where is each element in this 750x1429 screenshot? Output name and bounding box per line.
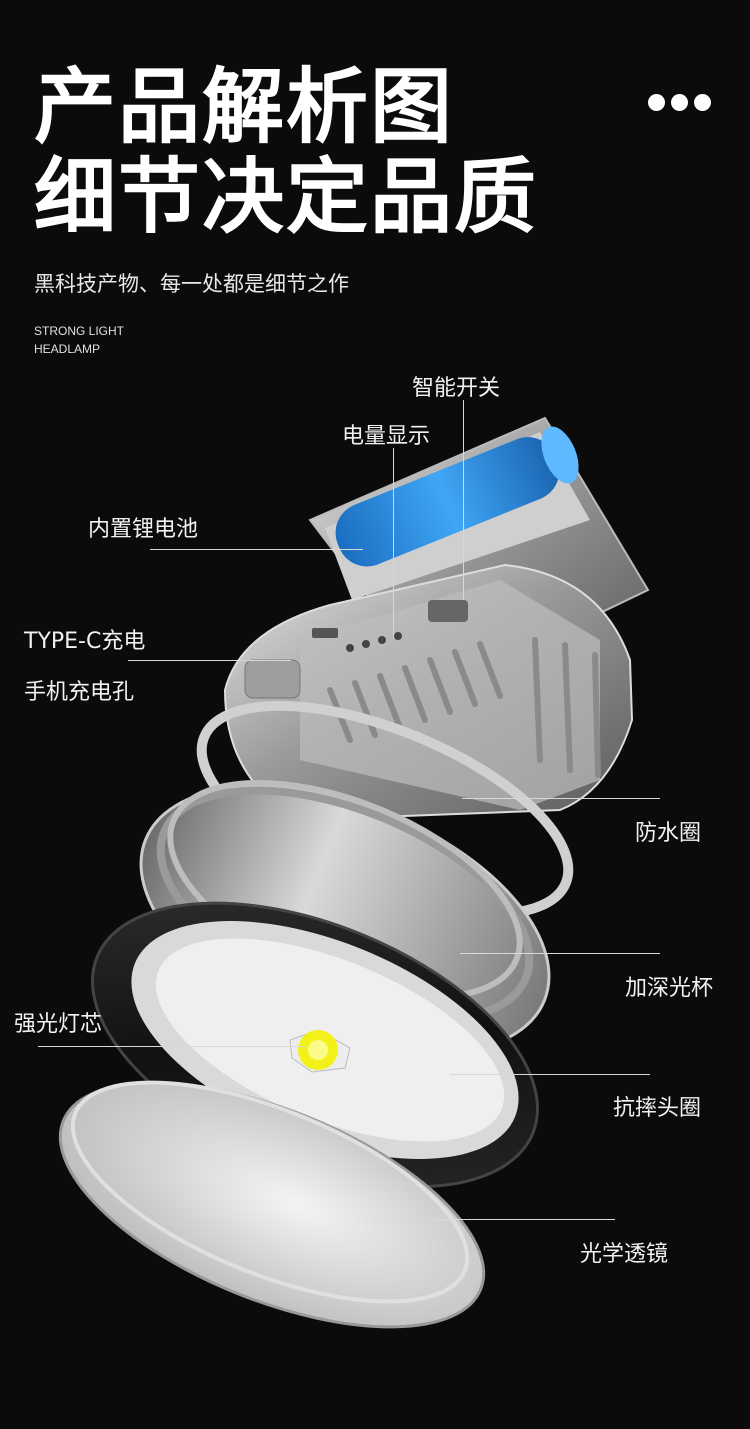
label-smart-switch: 智能开关 [412,376,501,401]
dot [694,94,711,111]
dot [671,94,688,111]
subtitle: 黑科技产物、每一处都是细节之作 [34,272,349,296]
label-phone-port: 手机充电孔 [24,680,135,705]
callout-line-power-display [393,448,394,638]
callout-line-shockproof [450,1074,650,1075]
more-dots-icon[interactable] [648,94,711,111]
callout-line-deep-cup [460,953,660,954]
page-title-line1: 产品解析图 [34,60,455,155]
callout-line-lens [415,1219,615,1220]
callout-line-battery [150,549,363,550]
callout-line-led [38,1046,305,1047]
english-caption: STRONG LIGHT HEADLAMP [34,322,124,358]
page-title-line2: 细节决定品质 [34,150,539,245]
label-lens: 光学透镜 [580,1242,669,1267]
dot [648,94,665,111]
callout-line-waterproof [462,798,660,799]
english-caption-line1: STRONG LIGHT [34,324,125,338]
callout-line-smart-switch [463,400,464,600]
label-waterproof: 防水圈 [635,821,702,846]
label-led-core: 强光灯芯 [14,1012,103,1037]
callout-line-typec [128,660,291,661]
housing-part [223,563,634,822]
label-battery: 内置锂电池 [88,517,199,542]
english-caption-line2: HEADLAMP [34,342,101,356]
label-typec: TYPE-C充电 [24,629,146,654]
label-deep-cup: 加深光杯 [625,976,714,1001]
optical-lens [58,1080,486,1329]
label-power-display: 电量显示 [342,424,431,449]
label-shockproof: 抗摔头圈 [613,1096,702,1121]
